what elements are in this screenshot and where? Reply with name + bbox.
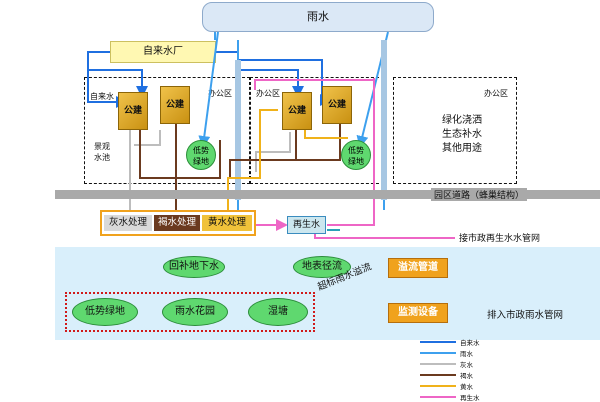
legend-item-reclaimed: 再生水 xyxy=(420,391,510,402)
brown-water-lines xyxy=(139,118,341,212)
surface-runoff: 地表径流 xyxy=(293,256,351,278)
reclaimed-water-box: 再生水 xyxy=(287,216,326,234)
office-label-3: 办公区 xyxy=(484,89,508,98)
landscape-pool: 景观 水池 xyxy=(86,141,118,173)
legend-item-tap: 自来水 xyxy=(420,336,510,347)
low-green-2-line2: 绿地 xyxy=(348,157,364,166)
legend-item-yellow: 黄水 xyxy=(420,380,510,391)
usage-list: 绿化浇洒 生态补水 其他用途 xyxy=(432,114,492,156)
park-road xyxy=(55,190,600,199)
road-label: 园区道路（蜂巢结构） xyxy=(431,188,528,201)
usage-ecological-supplement: 生态补水 xyxy=(442,129,482,140)
office-zone-3 xyxy=(393,77,517,184)
brown-water-treatment: 褐水处理 xyxy=(154,215,200,231)
legend-item-gray: 灰水 xyxy=(420,358,510,369)
office-label-2: 办公区 xyxy=(256,89,280,98)
usage-other: 其他用途 xyxy=(442,143,482,154)
runoff-pipe: 溢流管道 xyxy=(388,258,448,278)
office-zone-1 xyxy=(84,77,250,184)
landscape-pool-line1: 景观 xyxy=(94,142,110,151)
pipe-2 xyxy=(381,40,387,200)
gray-water-treatment: 灰水处理 xyxy=(104,215,152,231)
building-4: 公建 xyxy=(322,86,352,124)
building-1: 公建 xyxy=(118,92,148,130)
pipe-1 xyxy=(235,60,241,200)
rain-garden: 雨水花园 xyxy=(162,298,228,326)
legend-item-brown: 褐水 xyxy=(420,369,510,380)
building-2: 公建 xyxy=(160,86,190,124)
low-green-2-line1: 低势 xyxy=(348,146,364,155)
gray-water-line xyxy=(129,130,161,220)
low-green-1-line2: 绿地 xyxy=(193,157,209,166)
legend-item-rain: 雨水 xyxy=(420,347,510,358)
legend-rain-text: 雨水 xyxy=(460,349,473,358)
low-green-space-1: 低势 绿地 xyxy=(186,140,216,170)
rainwater-box: 雨水 xyxy=(202,2,434,32)
legend-tap-text: 自来水 xyxy=(460,338,480,347)
connect-reclaimed-label: 接市政再生水水管网 xyxy=(459,234,541,244)
low-green-space-2: 低势 绿地 xyxy=(341,140,371,170)
green-group-frame xyxy=(65,292,315,332)
office-label-1: 办公区 xyxy=(208,89,232,98)
wet-pond: 湿塘 xyxy=(248,298,308,326)
legend-reclaimed-text: 再生水 xyxy=(460,393,480,402)
monitoring-device: 监测设备 xyxy=(388,303,448,323)
yellow-water-treatment: 黄水处理 xyxy=(202,215,252,231)
low-green-1-line1: 低势 xyxy=(193,146,209,155)
landscape-pool-line2: 水池 xyxy=(94,153,110,162)
legend-gray-text: 灰水 xyxy=(460,360,473,369)
legend-brown-text: 褐水 xyxy=(460,371,473,380)
building-3: 公建 xyxy=(282,92,312,130)
tap-water-label: 自来水 xyxy=(90,92,114,101)
groundwater-recharge: 回补地下水 xyxy=(163,256,225,278)
low-green-bottom: 低势绿地 xyxy=(72,298,138,326)
legend: 自来水 雨水 灰水 褐水 黄水 再生水 xyxy=(420,336,510,402)
usage-green-watering: 绿化浇洒 xyxy=(442,115,482,126)
tap-water-plant-box: 自来水厂 xyxy=(110,41,216,63)
legend-yellow-text: 黄水 xyxy=(460,382,473,391)
discharge-label: 排入市政雨水管网 xyxy=(487,310,564,321)
